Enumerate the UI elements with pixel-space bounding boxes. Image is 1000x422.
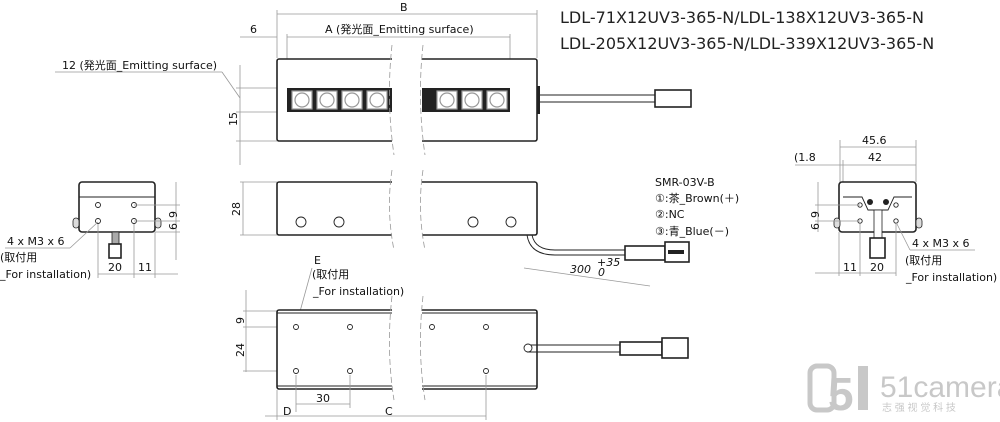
dim-b: B — [400, 1, 408, 14]
cable-tolerance-plus: +35 — [597, 256, 620, 269]
pin-2-label: ②:NC — [655, 208, 685, 221]
connector-model: SMR-03V-B — [655, 176, 715, 189]
right-dim-6: 6 — [809, 223, 822, 230]
label-e: E — [314, 254, 321, 267]
dim-6: 6 — [250, 23, 257, 36]
right-dim-1-8: (1.8 — [794, 151, 816, 164]
cable-tolerance-minus: 0 — [598, 266, 605, 279]
label-e-mount: (取付用 — [312, 268, 349, 281]
model-title-line1: LDL-71X12UV3-365-N/LDL-138X12UV3-365-N — [560, 8, 924, 27]
right-screw-spec: 4 x M3 x 6 — [912, 237, 970, 250]
left-screw-installation: _For installation) — [0, 268, 91, 281]
dim-24: 24 — [234, 343, 247, 357]
dim-a: A (発光面_Emitting surface) — [325, 22, 474, 36]
dim-30: 30 — [316, 392, 330, 405]
pin-3-label: ③:青_Blue(－) — [655, 225, 729, 238]
left-dim-11: 11 — [138, 261, 152, 274]
dim-c: C — [385, 405, 393, 418]
pin-1-label: ①:茶_Brown(＋) — [655, 192, 739, 205]
watermark-logo: 5 51camera 志 强 视 觉 科 技 — [807, 363, 1000, 420]
dim-15: 15 — [227, 112, 240, 126]
dim-9: 9 — [234, 317, 247, 324]
left-dim-6: 6 — [167, 223, 180, 230]
right-screw-installation: _For installation) — [905, 271, 997, 284]
left-screw-mount: (取付用 — [0, 251, 37, 264]
svg-text:5: 5 — [828, 368, 854, 420]
right-dim-11: 11 — [843, 261, 857, 274]
label-e-installation: _For installation) — [312, 285, 404, 298]
dim-d: D — [283, 405, 291, 418]
side-view: 28 SMR-03V-B ①:茶_Brown(＋) ②:NC ③:青_Blue(… — [230, 169, 739, 287]
left-dim-9: 9 — [167, 211, 180, 218]
watermark-sub: 志 强 视 觉 科 技 — [882, 401, 956, 414]
right-dim-9: 9 — [809, 211, 822, 218]
dim-28: 28 — [230, 202, 243, 216]
bottom-view: E (取付用 _For installation) 9 24 30 D C — [234, 254, 689, 420]
watermark-brand: 51camera — [880, 371, 1000, 404]
right-screw-mount: (取付用 — [905, 254, 942, 267]
right-dim-42: 42 — [868, 151, 882, 164]
left-end-view: 4 x M3 x 6 (取付用 _For installation) 20 11… — [0, 181, 180, 281]
model-title-line2: LDL-205X12UV3-365-N/LDL-339X12UV3-365-N — [560, 34, 934, 53]
right-dim-45-6: 45.6 — [862, 134, 887, 147]
left-dim-20: 20 — [108, 261, 122, 274]
dim-12: 12 (発光面_Emitting surface) — [62, 58, 217, 72]
top-view: B 6 A (発光面_Emitting surface) 12 (発光面_Emi… — [55, 1, 692, 165]
cable-length: 300 — [570, 263, 591, 276]
right-dim-20: 20 — [870, 261, 884, 274]
left-screw-spec: 4 x M3 x 6 — [7, 235, 65, 248]
right-end-view: 45.6 (1.8 42 4 x M3 x 6 (取付用 _For instal… — [794, 134, 997, 284]
